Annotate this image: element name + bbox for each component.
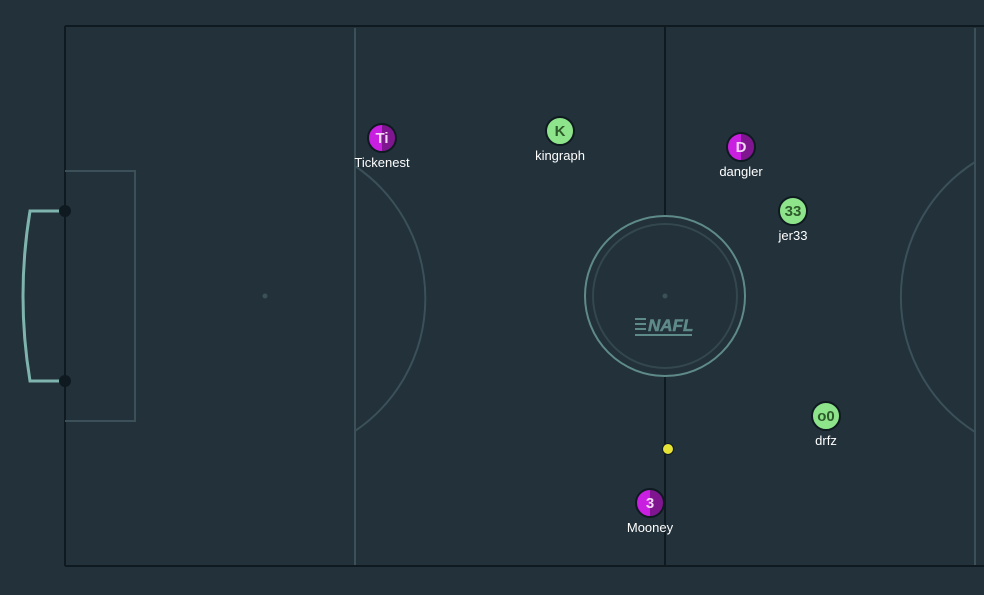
left-goal-post-top <box>59 205 71 217</box>
center-spot <box>662 293 668 299</box>
center-circle-inner <box>592 223 738 369</box>
player-drfz[interactable]: o0 drfz <box>791 401 861 448</box>
player-name-label: dangler <box>719 164 763 179</box>
player-name-label: drfz <box>815 433 837 448</box>
player-token[interactable]: Ti <box>367 123 397 153</box>
league-logo-icon: NAFL <box>635 316 694 336</box>
player-token[interactable]: 3 <box>635 488 665 518</box>
right-arc <box>899 161 976 433</box>
ball-icon[interactable] <box>662 443 674 455</box>
left-goal-post-bottom <box>59 375 71 387</box>
player-token[interactable]: D <box>726 132 756 162</box>
left-goal <box>21 209 65 383</box>
player-token[interactable]: K <box>545 116 575 146</box>
player-name-label: Tickenest <box>354 155 410 170</box>
player-token[interactable]: 33 <box>778 196 808 226</box>
left-penalty-box <box>65 170 136 422</box>
player-jer33[interactable]: 33 jer33 <box>758 196 828 243</box>
player-token[interactable]: o0 <box>811 401 841 431</box>
left-spot <box>262 293 268 299</box>
left-arc <box>354 165 427 432</box>
player-name-label: Mooney <box>626 520 674 535</box>
player-name-label: kingraph <box>535 148 585 163</box>
player-name-label: jer33 <box>778 228 808 243</box>
league-logo-text: NAFL <box>648 316 693 335</box>
